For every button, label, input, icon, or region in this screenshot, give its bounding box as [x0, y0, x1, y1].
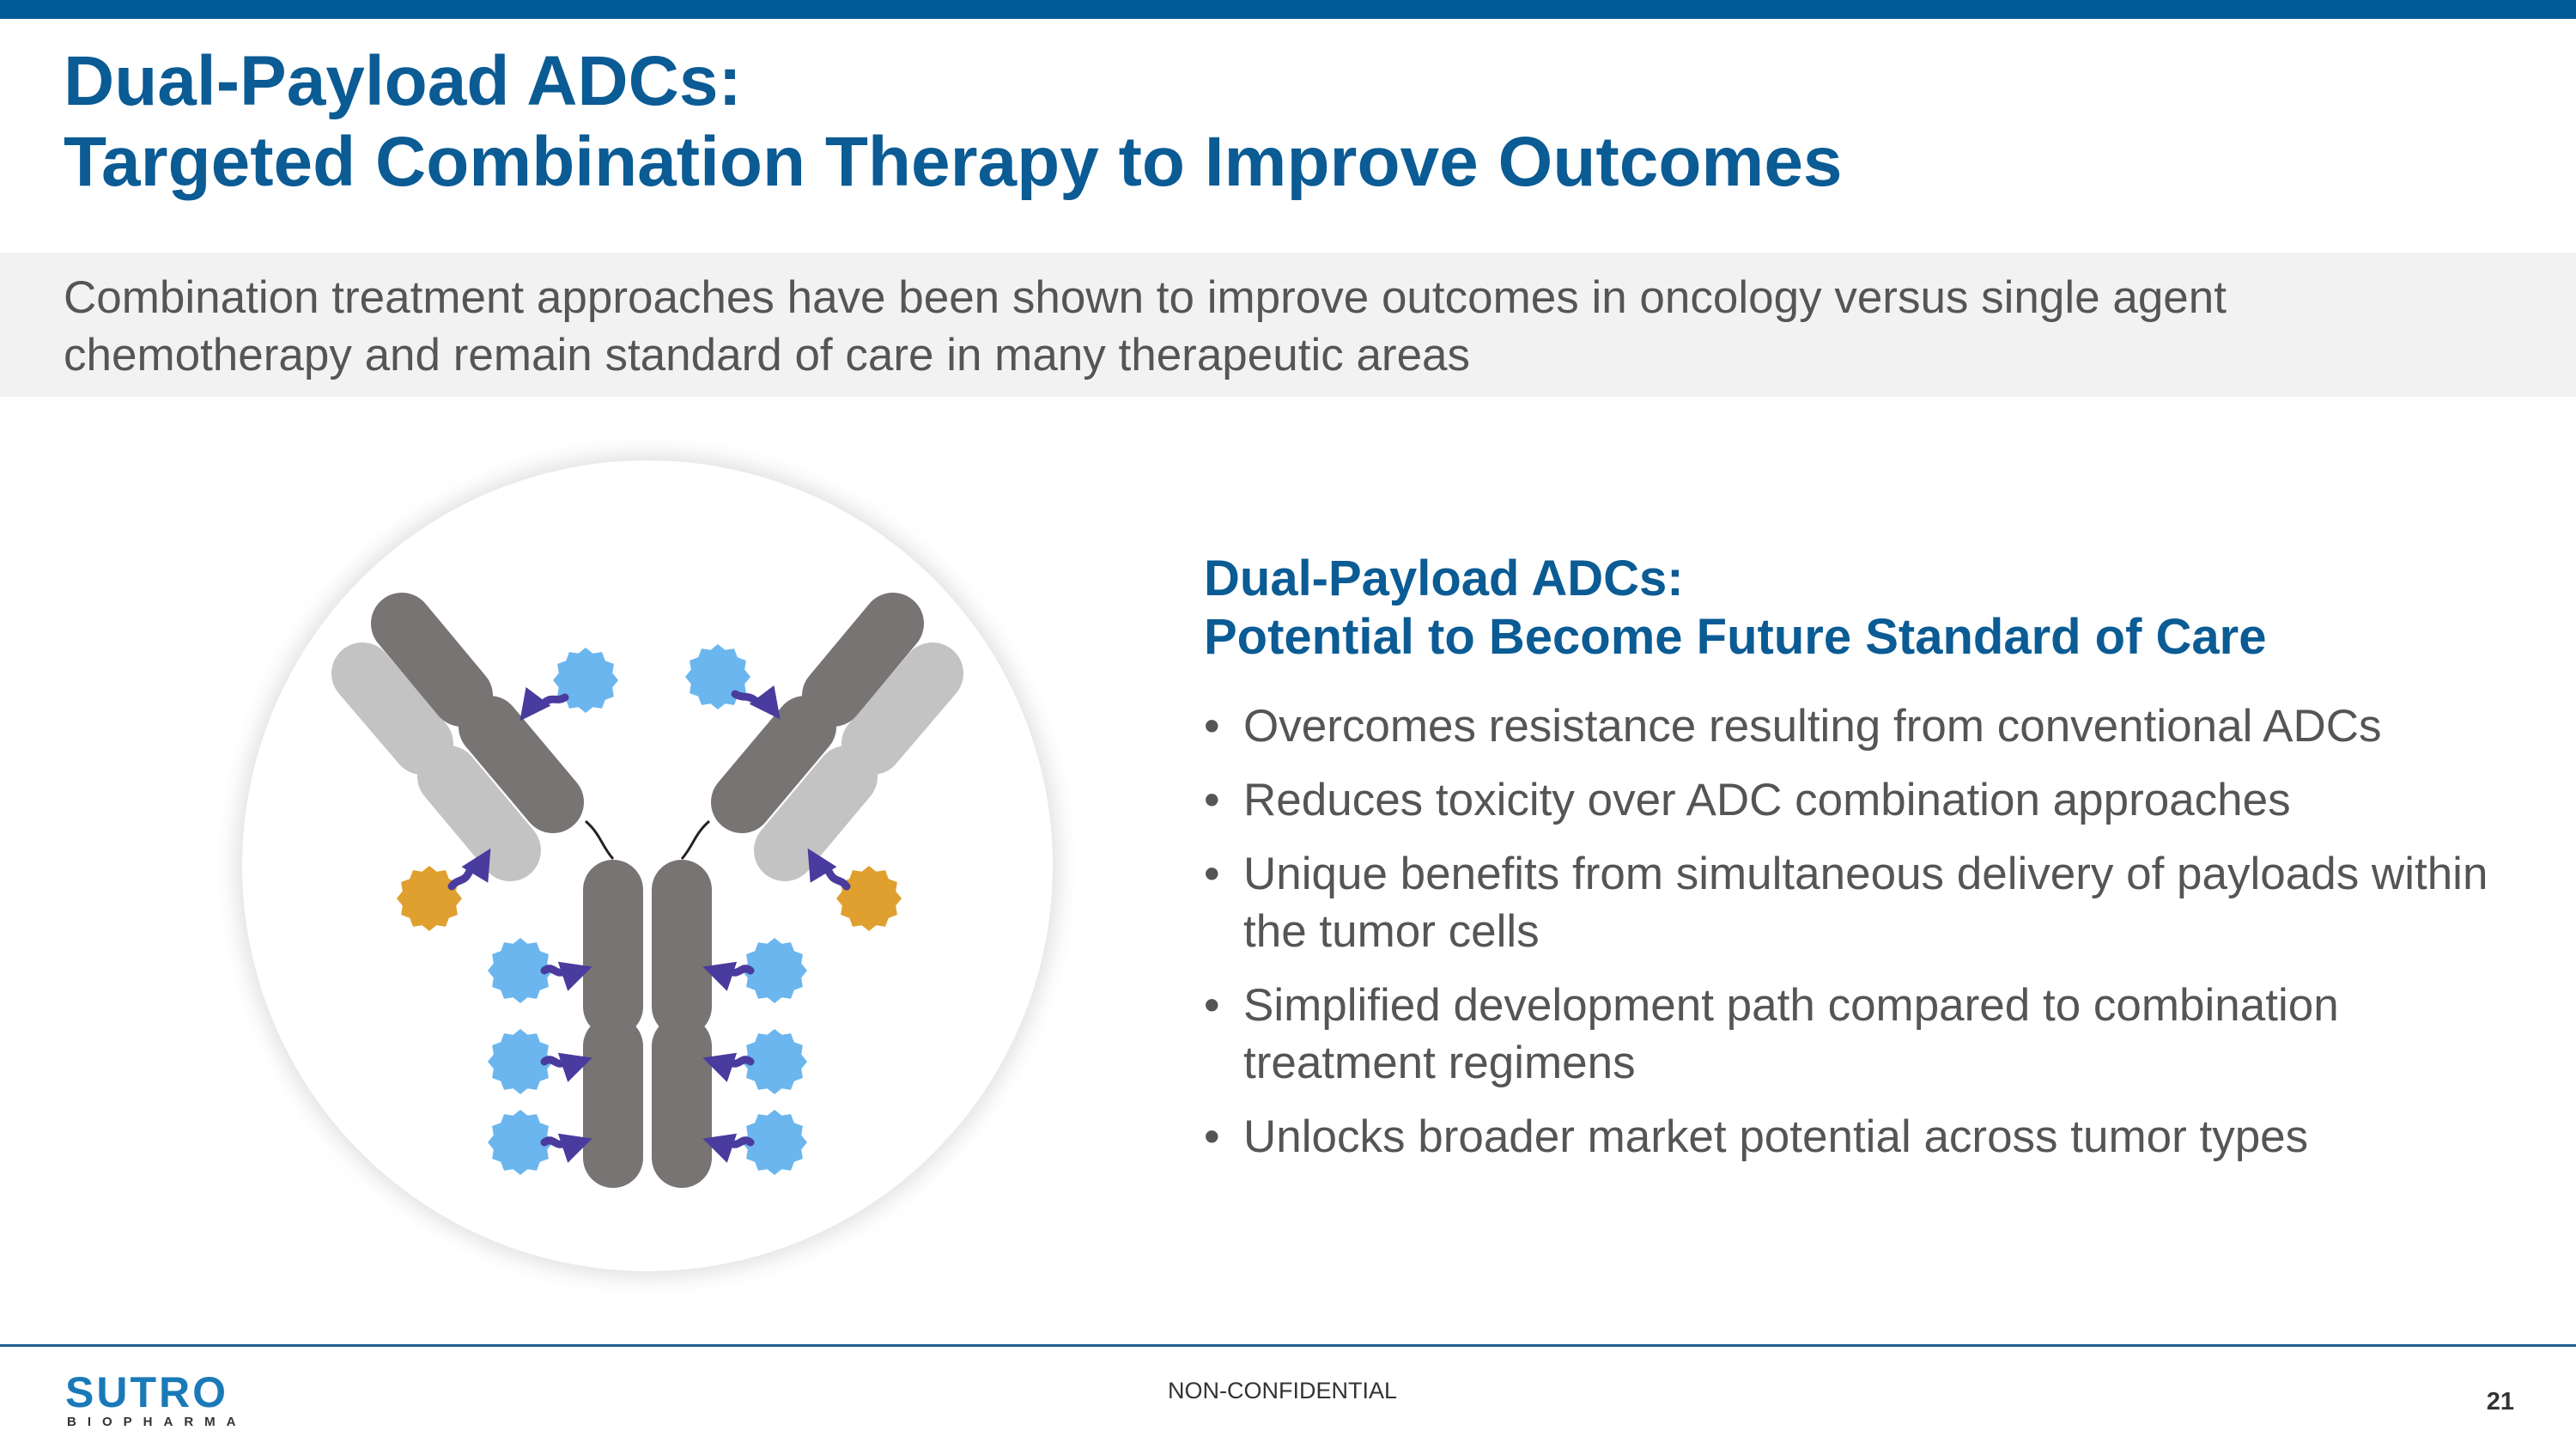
right-heavy-chain	[711, 593, 924, 833]
slide-title-line-2: Targeted Combination Therapy to Improve …	[64, 123, 1843, 201]
payload-orange-right	[807, 848, 902, 931]
payload-blue-stem-left-3	[488, 1110, 592, 1175]
panel-title-line-2: Potential to Become Future Standard of C…	[1204, 609, 2267, 665]
payload-blue-stem-right-2	[702, 1029, 807, 1094]
slide-title: Dual-Payload ADCs: Targeted Combination …	[64, 41, 1843, 203]
payload-blue-upper-right	[685, 644, 781, 720]
benefit-item: Simplified development path compared to …	[1204, 977, 2543, 1092]
payload-blue-stem-left-1	[488, 938, 592, 1003]
fc-stem	[583, 860, 712, 1188]
logo-wordmark: SUTRO	[65, 1368, 228, 1416]
benefit-item: Reduces toxicity over ADC combination ap…	[1204, 771, 2543, 829]
left-light-chain	[331, 642, 541, 881]
illustration-circle	[242, 460, 1053, 1271]
page-number: 21	[2486, 1388, 2514, 1416]
payload-blue-stem-right-1	[702, 938, 807, 1003]
payload-blue-stem-right-3	[702, 1110, 807, 1175]
antibody-icon	[331, 593, 963, 1188]
subtitle-text: Combination treatment approaches have be…	[64, 272, 2227, 381]
benefit-list: Overcomes resistance resulting from conv…	[1204, 697, 2543, 1182]
left-heavy-chain	[371, 593, 584, 833]
benefit-item: Unique benefits from simultaneous delive…	[1204, 845, 2543, 960]
benefit-item: Overcomes resistance resulting from conv…	[1204, 697, 2543, 755]
payload-blue-stem-left-2	[488, 1029, 592, 1094]
right-light-chain	[754, 642, 963, 881]
footer-divider	[0, 1344, 2576, 1347]
payload-blue-upper-left	[519, 648, 618, 721]
top-accent-bar	[0, 0, 2576, 19]
sutro-biopharma-logo: SUTRO BIOPHARMA	[65, 1371, 254, 1431]
subtitle-band	[0, 253, 2576, 397]
panel-title: Dual-Payload ADCs: Potential to Become F…	[1204, 550, 2267, 667]
payload-orange-left	[397, 848, 491, 931]
slide-title-line-1: Dual-Payload ADCs:	[64, 42, 742, 120]
confidentiality-label: NON-CONFIDENTIAL	[1168, 1378, 1398, 1403]
benefit-item: Unlocks broader market potential across …	[1204, 1108, 2543, 1166]
logo-subtext: BIOPHARMA	[67, 1415, 247, 1429]
panel-title-line-1: Dual-Payload ADCs:	[1204, 551, 1684, 606]
